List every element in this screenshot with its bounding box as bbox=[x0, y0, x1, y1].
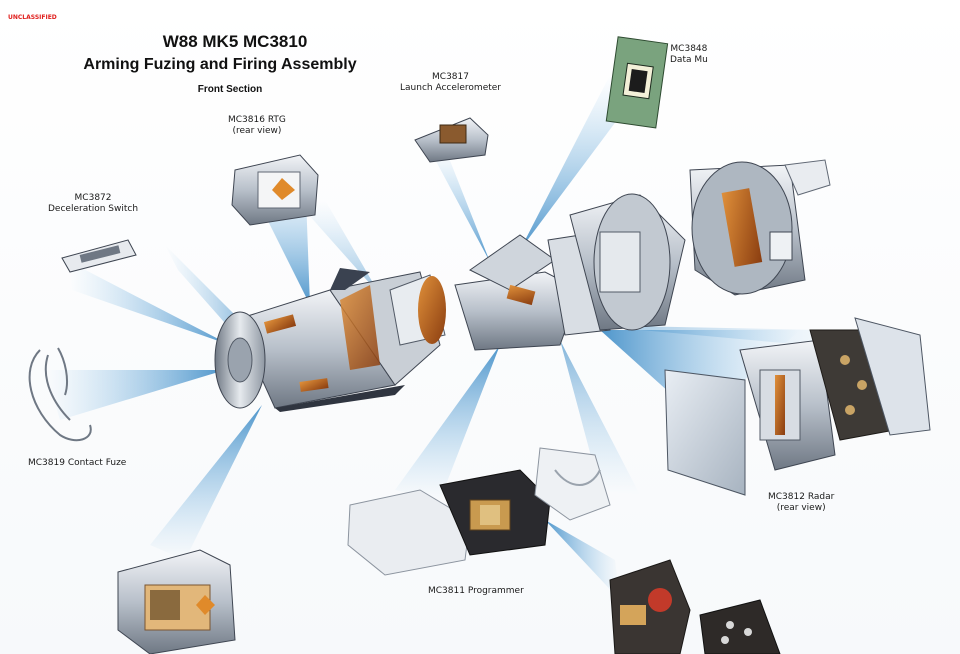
classification-marking: UNCLASSIFIED bbox=[8, 14, 57, 21]
center-hub bbox=[454, 231, 611, 351]
main-cylinder-assembly bbox=[214, 268, 446, 412]
title-line-1: W88 MK5 MC3810 bbox=[162, 32, 308, 51]
label-mc3816: MC3816 RTG(rear view) bbox=[228, 115, 286, 136]
programmer-assembly bbox=[347, 447, 611, 576]
label-mc3812: MC3812 Radar(rear view) bbox=[768, 492, 835, 513]
radar-assembly bbox=[664, 317, 931, 496]
bottom-left-housing bbox=[117, 549, 236, 654]
bottom-right-parts bbox=[609, 559, 781, 654]
label-mc3819: MC3819 Contact Fuze bbox=[28, 458, 127, 468]
label-mc3811: MC3811 Programmer bbox=[428, 586, 524, 596]
data-mux-chip bbox=[605, 36, 669, 129]
contact-fuze-part bbox=[28, 347, 92, 442]
data-mux-housing bbox=[569, 159, 831, 331]
rtg-part bbox=[231, 154, 319, 226]
connection-rays bbox=[45, 75, 860, 600]
title-line-3: Front Section bbox=[197, 84, 263, 95]
deceleration-switch-part bbox=[61, 239, 137, 273]
title-line-2: Arming Fuzing and Firing Assembly bbox=[83, 56, 357, 73]
launch-accelerometer-part bbox=[414, 117, 489, 163]
